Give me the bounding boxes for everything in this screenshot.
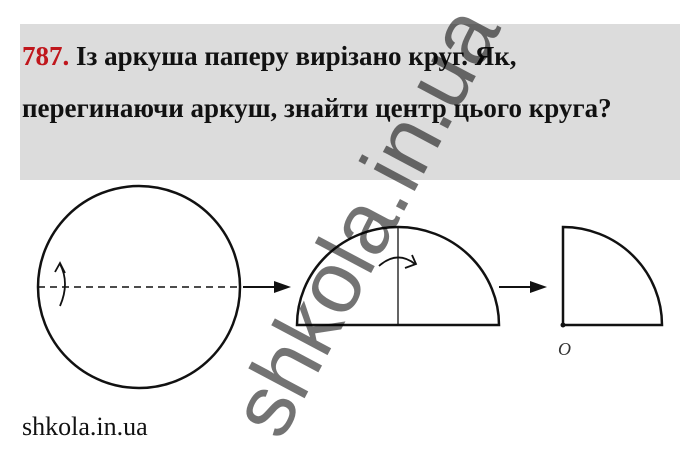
center-point <box>560 322 566 328</box>
problem-text: Із аркуша паперу вирізано круг. Як, пере… <box>22 41 612 123</box>
fold-arrow-curve-2 <box>378 256 416 267</box>
problem-number: 787. <box>22 41 70 71</box>
step-arrow-1-head <box>274 281 291 293</box>
semicircle <box>295 225 501 327</box>
fold-arrow-head-1 <box>54 261 66 274</box>
center-point-label: O <box>558 339 571 359</box>
fold-arrow-head-2 <box>404 254 418 269</box>
step-arrow-2-head <box>530 281 547 293</box>
site-caption: shkola.in.ua <box>22 412 148 441</box>
problem-box: 787. Із аркуша паперу вирізано круг. Як,… <box>20 24 680 180</box>
problem-statement: 787. Із аркуша паперу вирізано круг. Як,… <box>22 30 672 134</box>
quarter-circle <box>561 225 664 327</box>
